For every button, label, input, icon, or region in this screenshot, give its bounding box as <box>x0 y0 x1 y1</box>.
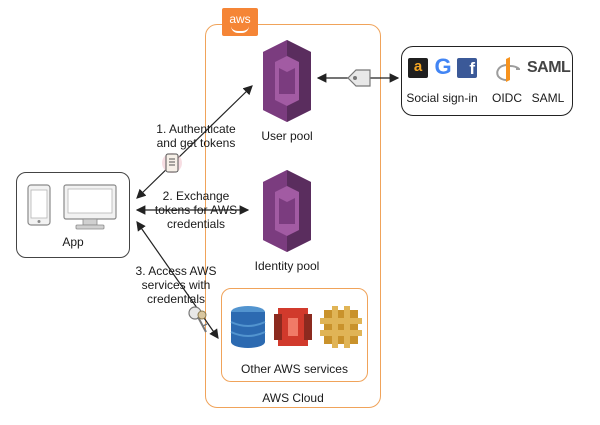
saml-logo: SAML <box>527 59 571 76</box>
arrow-authenticate <box>136 85 253 199</box>
token-icon <box>162 153 182 173</box>
app-label: App <box>62 235 84 249</box>
identity-pool-label: Identity pool <box>254 259 320 273</box>
cognito-user-pool-icon <box>263 40 311 122</box>
saml-label: SAML <box>531 91 565 105</box>
other-services-group <box>221 288 368 382</box>
service-icons <box>230 306 362 348</box>
dynamodb-icon <box>230 306 266 348</box>
amazon-logo-text: a <box>413 58 423 75</box>
app-box <box>16 172 130 258</box>
amazon-logo: a <box>408 58 428 78</box>
step-access-line2: services with <box>141 278 211 292</box>
aws-logo: aws <box>222 8 258 36</box>
cognito-identity-pool-icon <box>263 170 311 252</box>
identity-providers-box <box>401 46 573 116</box>
s3-icon <box>274 308 312 346</box>
api-gateway-icon <box>320 306 362 348</box>
step-access-line3: credentials <box>146 292 206 306</box>
google-logo: G <box>432 55 454 79</box>
social-signin-label: Social sign-in <box>406 91 478 105</box>
step-exchange: 2. Exchange tokens for AWS credentials <box>146 189 246 231</box>
aws-cloud-label: AWS Cloud <box>262 391 324 405</box>
tag-icon <box>347 69 371 87</box>
user-pool-label: User pool <box>261 129 313 143</box>
facebook-logo: f <box>457 58 477 78</box>
aws-cloud-boundary <box>205 24 381 408</box>
step-authenticate: 1. Authenticate and get tokens <box>146 122 246 150</box>
step-exchange-line1: 2. Exchange <box>162 189 230 203</box>
step-access: 3. Access AWS services with credentials <box>126 264 226 306</box>
step-exchange-line2: tokens for AWS <box>154 203 238 217</box>
device-icons <box>27 184 117 230</box>
desktop-icon <box>63 184 117 230</box>
aws-smile-icon <box>231 26 249 33</box>
step-authenticate-line2: and get tokens <box>156 136 236 150</box>
keys-icon <box>188 306 208 333</box>
openid-logo <box>496 57 520 82</box>
google-logo-text: G <box>434 54 452 79</box>
step-authenticate-line1: 1. Authenticate <box>156 122 236 136</box>
oidc-label: OIDC <box>492 91 522 105</box>
facebook-logo-text: f <box>469 59 475 78</box>
phone-icon <box>27 184 51 226</box>
aws-logo-text: aws <box>229 12 251 26</box>
step-exchange-line3: credentials <box>166 217 226 231</box>
other-services-label: Other AWS services <box>241 362 348 376</box>
step-access-line1: 3. Access AWS <box>135 264 217 278</box>
